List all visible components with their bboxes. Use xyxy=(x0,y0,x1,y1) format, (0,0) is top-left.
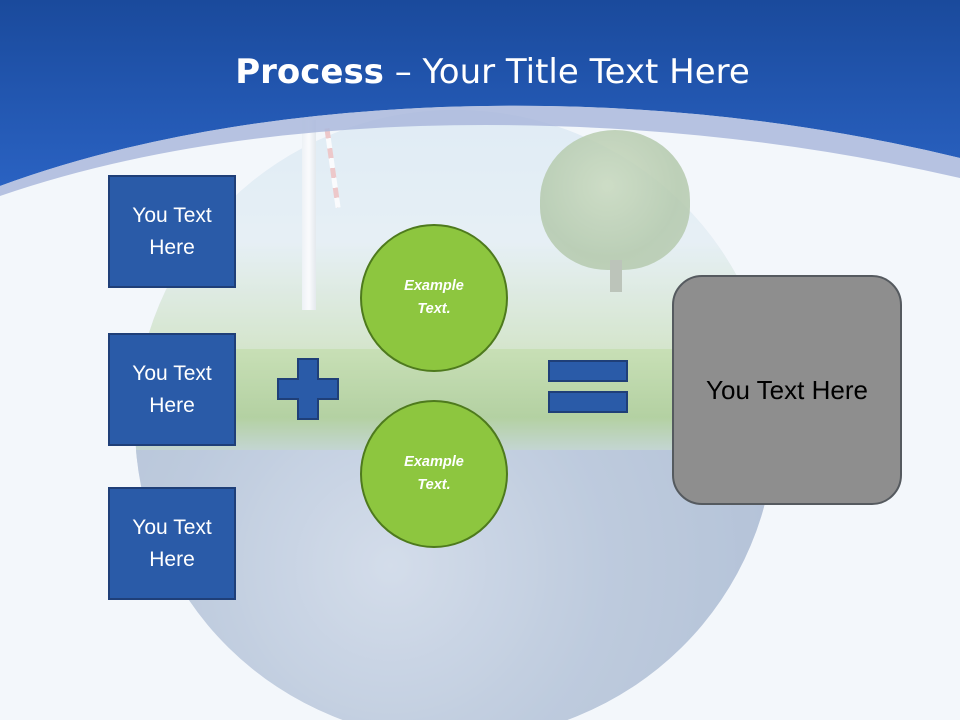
equals-icon xyxy=(548,360,628,413)
header-band xyxy=(0,0,960,196)
text-box-2[interactable]: You Text Here xyxy=(108,333,236,446)
tree-trunk-image xyxy=(610,260,622,292)
text-box-3[interactable]: You Text Here xyxy=(108,487,236,600)
text-box-1[interactable]: You Text Here xyxy=(108,175,236,288)
tree-image xyxy=(540,130,690,270)
title-bold: Process xyxy=(235,52,384,92)
slide-title: Process – Your Title Text Here xyxy=(0,52,960,92)
pole-image xyxy=(302,120,316,310)
plus-icon xyxy=(277,358,339,420)
title-rest: – Your Title Text Here xyxy=(383,52,750,92)
example-circle-2[interactable]: Example Text. xyxy=(360,400,508,548)
example-circle-1[interactable]: Example Text. xyxy=(360,224,508,372)
result-box[interactable]: You Text Here xyxy=(672,275,902,505)
